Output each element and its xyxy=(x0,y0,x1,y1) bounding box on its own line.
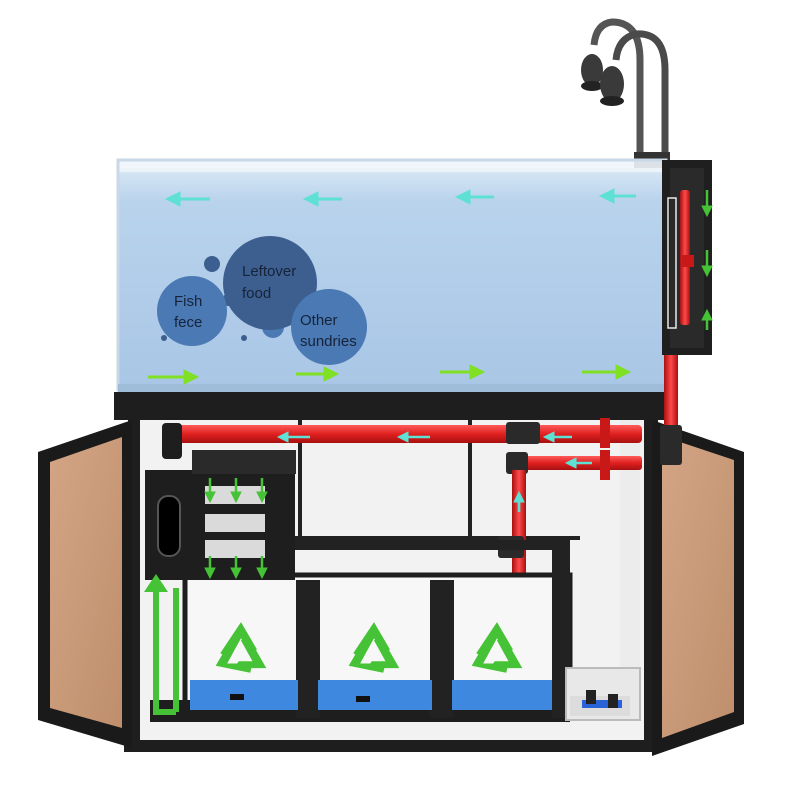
bubble-icon xyxy=(241,335,247,341)
bubble-icon xyxy=(204,256,220,272)
leftover-food-label-line2: food xyxy=(242,285,271,302)
flow-arrow-icon xyxy=(230,478,242,504)
flow-arrow-icon xyxy=(396,431,430,443)
leftover-food-label-line1: Leftover xyxy=(242,263,296,280)
fish-feces-label-line1: Fish xyxy=(174,293,202,310)
flow-arrow-icon xyxy=(701,308,713,330)
flow-arrow-icon xyxy=(204,478,216,504)
flow-arrow-icon xyxy=(164,191,210,207)
flow-arrow-icon xyxy=(230,556,242,580)
cabinet-top-rail xyxy=(114,392,670,420)
bubble-icon xyxy=(161,335,167,341)
right-cabinet-door xyxy=(652,420,744,756)
flow-arrow-icon xyxy=(204,556,216,580)
overflow-box xyxy=(662,160,712,355)
other-sundries-bubble xyxy=(291,289,367,365)
flow-arrow-icon xyxy=(582,364,632,380)
filter-drip-arrows xyxy=(204,478,268,580)
return-pump xyxy=(565,667,641,721)
tank-bottom-flow-arrows xyxy=(148,364,632,385)
flow-arrow-icon xyxy=(701,190,713,218)
flow-arrow-icon xyxy=(276,431,310,443)
flow-arrow-icon xyxy=(598,188,636,204)
debris-bubbles: Fish fece Leftover food Other sundries xyxy=(157,236,367,365)
flow-arrow-icon xyxy=(302,191,342,207)
flow-arrow-icon xyxy=(564,457,592,469)
sump-water xyxy=(452,680,552,710)
flow-arrow-icon xyxy=(542,431,572,443)
other-sundries-label-line1: Other xyxy=(300,312,338,329)
aquarium-tank xyxy=(116,158,668,392)
flow-arrow-icon xyxy=(256,478,268,504)
sump-water xyxy=(318,680,432,710)
fish-feces-label-line2: fece xyxy=(174,314,202,331)
cabinet-base xyxy=(124,738,664,752)
fish-feces-bubble xyxy=(157,276,227,346)
tank-top-flow-arrows xyxy=(164,188,636,207)
flow-arrow-icon xyxy=(148,369,200,385)
flow-arrow-icon xyxy=(454,189,494,205)
filter-sump xyxy=(144,190,713,722)
tank-water xyxy=(118,168,666,390)
left-cabinet-door xyxy=(38,420,132,748)
leftover-food-bubble xyxy=(223,236,317,330)
other-sundries-label-line2: sundries xyxy=(300,333,357,350)
flow-arrow-icon xyxy=(256,556,268,580)
flow-arrow-icon xyxy=(701,250,713,278)
flow-arrow-icon xyxy=(296,366,340,382)
flow-arrow-icon xyxy=(513,490,525,512)
flow-arrow-icon xyxy=(144,574,179,715)
light-lamp-icon xyxy=(581,18,670,170)
flow-arrow-icon xyxy=(440,364,486,380)
